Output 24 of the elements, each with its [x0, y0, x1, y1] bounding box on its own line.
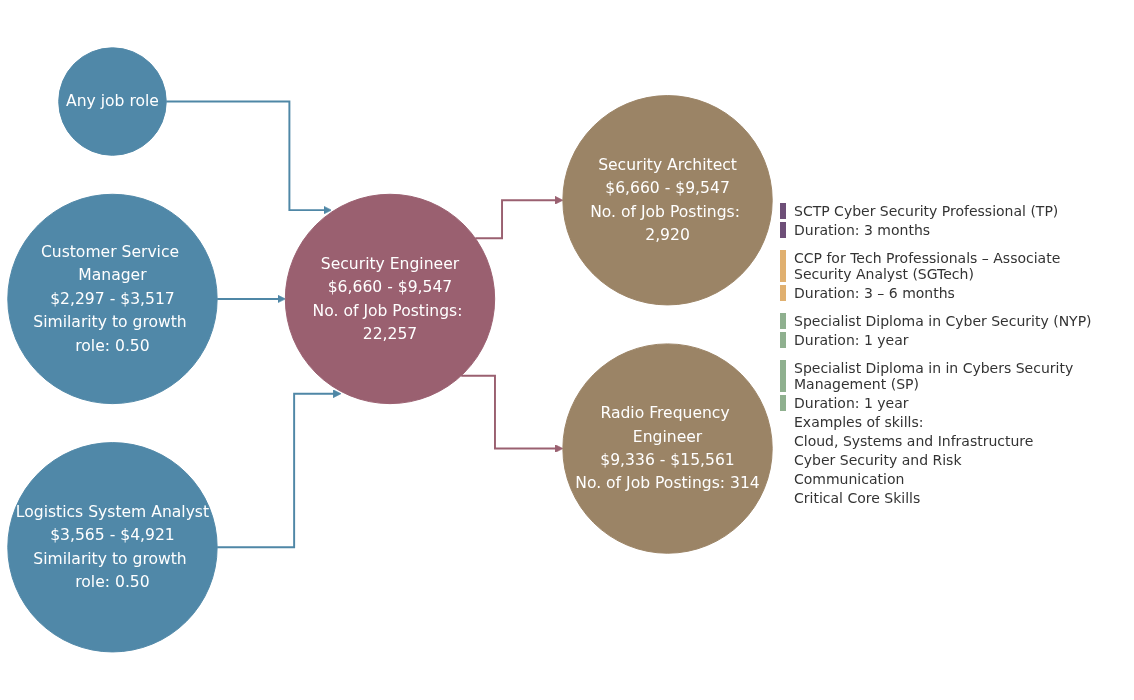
label-text: Duration: 1 year — [780, 395, 1120, 411]
label-text: Examples of skills: — [793, 414, 925, 430]
arrow — [165, 100, 332, 215]
label-text: Specialist Diploma in in Cybers Security Management (SP) — [780, 360, 1120, 392]
arrow — [460, 374, 564, 453]
label-text: Cyber Security and Risk — [793, 452, 963, 468]
label-text: Duration: 3 – 6 months — [780, 285, 1120, 301]
node-circle: Radio Frequency Engineer $9,336 - $15,561 No. of Job Postings: 314 — [562, 343, 773, 554]
label-text: SCTP Cyber Security Professional (TP) — [780, 203, 1120, 219]
node-circle: Any job role — [58, 47, 167, 156]
label-text: Cloud, Systems and Infrastructure — [793, 433, 1035, 449]
label-text: Specialist Diploma in Cyber Security (NYP) — [780, 313, 1120, 329]
node-circle: Logistics System Analyst $3,565 - $4,921 Similarity to growth role: 0.50 — [7, 442, 218, 653]
arrow — [216, 389, 342, 549]
node-circle: Security Engineer $6,660 - $9,547 No. of Job Postings: 22,257 — [284, 193, 496, 405]
label-text: Duration: 1 year — [780, 332, 1120, 348]
label-text: Duration: 3 months — [780, 222, 1120, 238]
arrow — [216, 294, 286, 304]
label-text: Critical Core Skills — [793, 490, 922, 506]
label-text: CCP for Tech Professionals – Associate Security Analyst (SGTech) — [780, 250, 1120, 282]
node-circle: Security Architect $6,660 - $9,547 No. of Job Postings: 2,920 — [562, 95, 773, 306]
arrow — [474, 196, 564, 240]
node-circle: Customer Service Manager $2,297 - $3,517 Similarity to growth role: 0.50 — [7, 193, 218, 405]
label-text: Communication — [793, 471, 906, 487]
